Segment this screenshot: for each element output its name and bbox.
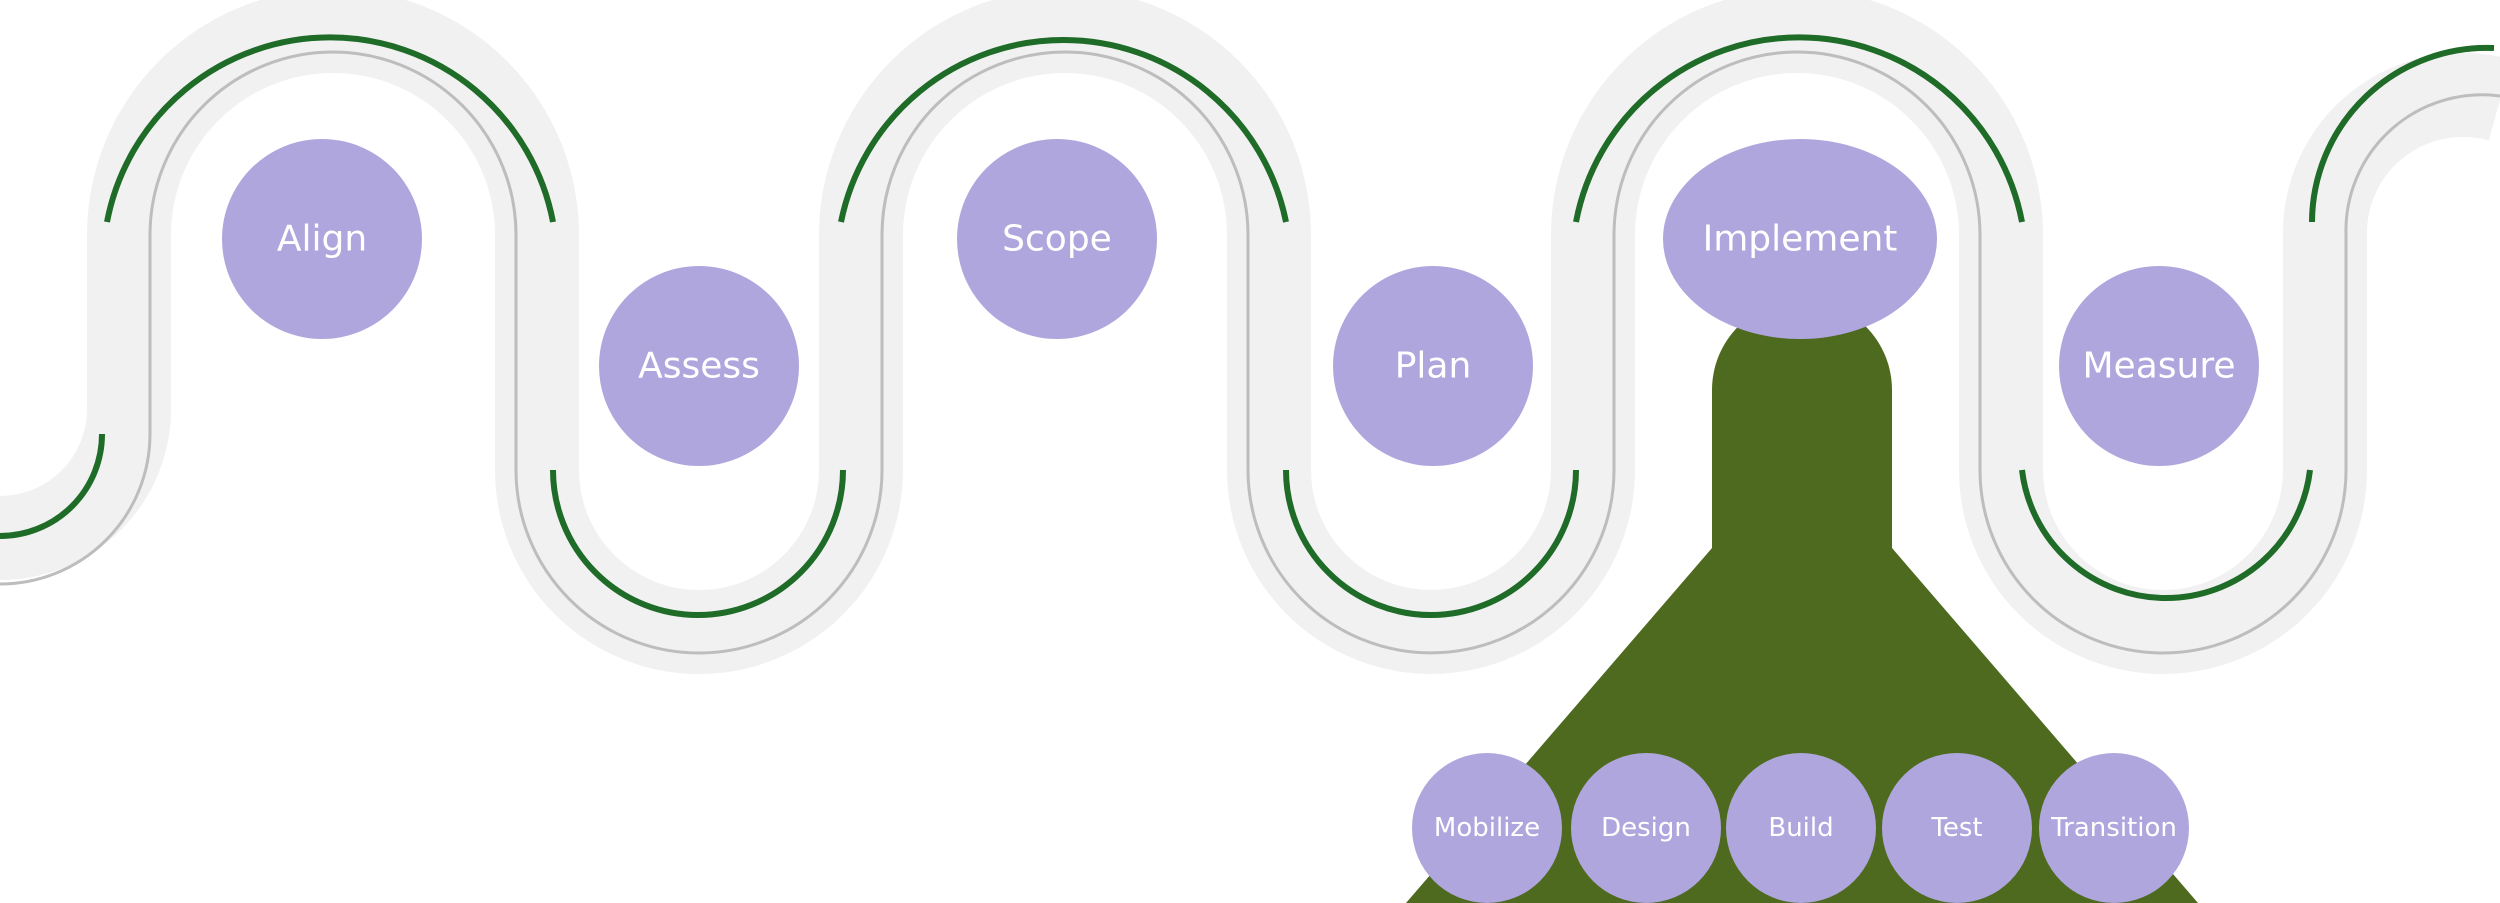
step-node-implement: Implement	[1663, 139, 1937, 339]
step-label: Align	[277, 219, 367, 260]
step-node-plan: Plan	[1333, 266, 1533, 466]
implement-substeps: Mobilize Design Build Test Transition	[1412, 753, 2189, 903]
step-node-measure: Measure	[2059, 266, 2259, 466]
step-label: Design	[1601, 813, 1691, 843]
step-circle	[1726, 753, 1876, 903]
step-node-transition: Transition	[2039, 753, 2189, 903]
step-label: Scope	[1002, 219, 1112, 260]
accent-edge	[2019, 469, 2313, 601]
accent-edge	[0, 433, 105, 539]
step-label: Plan	[1395, 346, 1472, 387]
step-circle	[1882, 753, 2032, 903]
step-node-test: Test	[1882, 753, 2032, 903]
accent-edge	[838, 36, 1289, 223]
accent-edge	[1573, 34, 2025, 223]
step-label: Test	[1930, 813, 1982, 843]
step-node-build: Build	[1726, 753, 1876, 903]
step-circle	[2059, 266, 2259, 466]
step-circle	[1333, 266, 1533, 466]
accent-edge	[104, 34, 556, 223]
step-node-mobilize: Mobilize	[1412, 753, 1562, 903]
road-lane-line	[0, 50, 2500, 655]
implement-funnel	[1406, 300, 2198, 903]
step-label: Implement	[1703, 219, 1898, 260]
step-circle	[2039, 753, 2189, 903]
step-label: Assess	[638, 346, 760, 387]
step-circle	[599, 266, 799, 466]
winding-road	[0, 0, 2500, 674]
road-edge-accents	[0, 34, 2495, 618]
step-node-assess: Assess	[599, 266, 799, 466]
step-circle	[222, 139, 422, 339]
step-node-design: Design	[1571, 753, 1721, 903]
step-label: Measure	[2083, 346, 2236, 387]
accent-edge	[2309, 44, 2495, 223]
accent-edge	[1283, 469, 1579, 618]
step-node-align: Align	[222, 139, 422, 339]
step-node-scope: Scope	[957, 139, 1157, 339]
step-label: Transition	[2050, 813, 2177, 843]
accent-edge	[550, 469, 846, 618]
step-circle	[1571, 753, 1721, 903]
step-circle	[957, 139, 1157, 339]
step-label: Mobilize	[1434, 813, 1540, 843]
step-label: Build	[1768, 813, 1833, 843]
step-circle	[1412, 753, 1562, 903]
step-circle	[1663, 139, 1937, 339]
